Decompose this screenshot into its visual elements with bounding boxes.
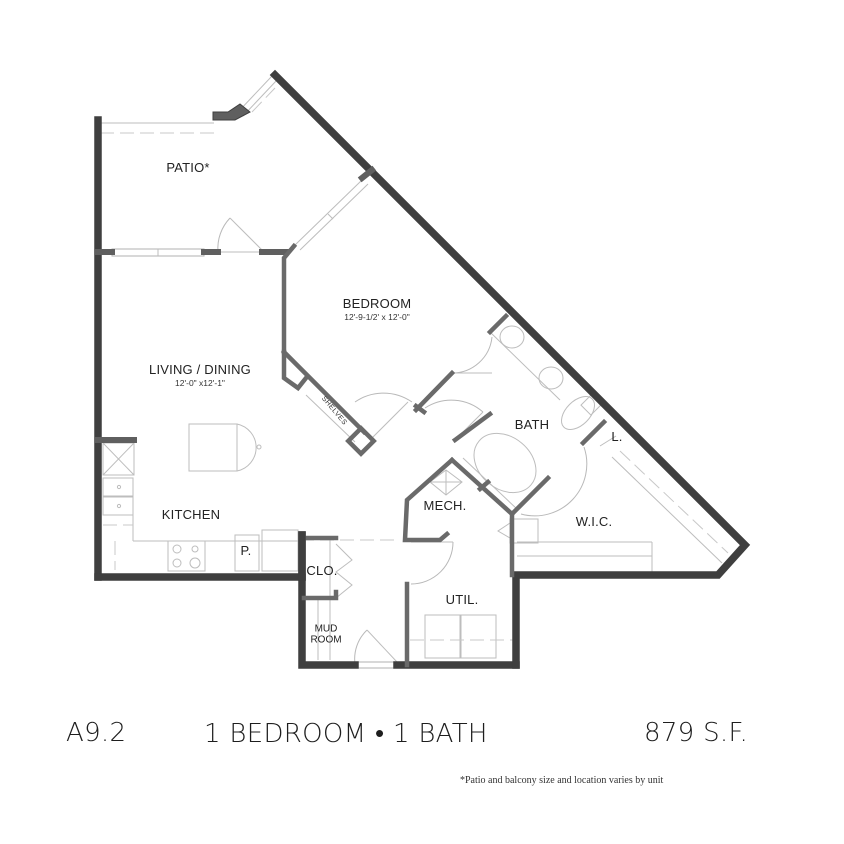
footnote: *Patio and balcony size and location var… [460,775,664,786]
room-label-living-dining: LIVING / DINING 12'-0" x12'-1" [149,362,251,388]
room-label-linen: L. [611,429,623,445]
walls [94,69,751,669]
living-dining-dimensions: 12'-0" x12'-1" [175,377,225,388]
room-label-pantry: P. [240,543,252,559]
room-label-bath: BATH [514,417,550,433]
room-label-closet: CLO. [306,563,338,579]
living-dining-name: LIVING / DINING [149,362,251,378]
bedroom-dimensions: 12'-9-1/2' x 12'-0" [344,311,410,322]
room-label-kitchen: KITCHEN [161,507,221,523]
unit-code: A9.2 [66,718,127,748]
bedroom-name: BEDROOM [342,296,412,312]
room-label-bedroom: BEDROOM 12'-9-1/2' x 12'-0" [343,296,412,322]
unit-type: 1 BEDROOM • 1 BATH [204,719,488,749]
room-label-mech: MECH. [423,498,467,514]
room-label-wic: W.I.C. [575,514,613,530]
room-label-patio: PATIO* [166,160,210,176]
unit-area: 879 S.F. [644,718,749,748]
mud-room-line2: ROOM [310,634,342,645]
room-label-utility: UTIL. [445,592,479,608]
room-label-mud-room: MUD ROOM [310,623,342,646]
mud-room-line1: MUD [314,623,338,635]
fixtures [100,75,729,669]
